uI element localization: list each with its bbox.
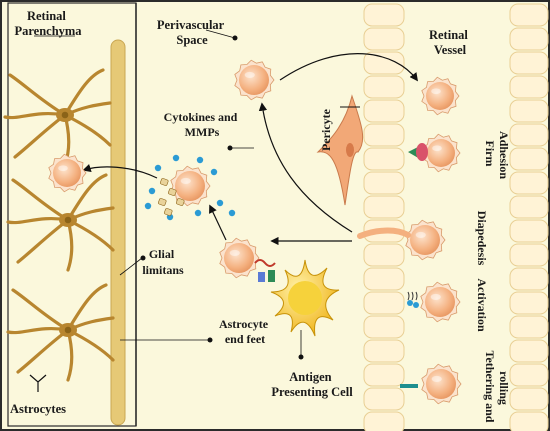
endothelial-cell [363,123,405,147]
label-pericyte: Pericyte [319,108,333,151]
label-perivascular-space: Perivascular Space [157,18,227,47]
activation-receptors [407,291,419,308]
astrocyte [6,283,115,382]
label-retinal-parenchyma: Retinal Parenchyma [14,9,82,38]
cytokine [172,154,180,162]
endothelial-cell [363,99,405,123]
mmp [168,188,177,196]
endothelial-cell [363,171,405,195]
label-astrocyte-end-feet: Astrocyte end feet [219,317,271,346]
endothelial-cell [509,99,549,123]
arrow-vessel-to-space [279,53,418,82]
cytokines-mmps-particles [144,154,236,221]
pericyte-cell [316,94,364,206]
cytokine [228,209,236,217]
glia-limitans-band [110,39,126,426]
cytokine [194,209,202,217]
vessel-wall-left [363,3,405,431]
endothelial-cell [509,123,549,147]
perivascular-leukocyte [234,59,275,101]
mmp [160,178,169,186]
endothelial-cell [363,27,405,51]
parenchyma-leukocyte [48,153,87,193]
astrocyte [3,68,112,167]
astrocyte-network [3,68,115,382]
label-activation: Activation [475,278,489,332]
endothelial-cell [363,363,405,387]
endothelial-cell [363,315,405,339]
endothelial-cell [363,387,405,411]
cytokine [196,156,204,164]
endothelial-cell [509,171,549,195]
mmp [176,198,185,206]
t-cell [219,237,260,279]
label-firm-adhesion: Firm Adhesion [483,131,511,179]
antigen-presenting-cell [270,259,340,337]
tcr-mhc-complex [254,259,276,282]
label-astrocytes: Astrocytes [10,402,66,416]
endothelial-cell [509,315,549,339]
label-antigen-presenting-cell: Antigen Presenting Cell [271,370,353,399]
endothelial-cell [509,243,549,267]
cells-layer [48,59,462,405]
activated-leukocyte [420,281,461,323]
label-retinal-vessel: Retinal Vessel [429,28,471,57]
cytokine [154,164,162,172]
endothelial-cell [509,363,549,387]
label-diapedesis: Diapedesis [475,211,489,266]
endothelial-cell [363,291,405,315]
endothelial-cell [363,147,405,171]
endothelial-cell [509,75,549,99]
endothelial-cell [363,51,405,75]
cytokine [210,168,218,176]
arrow-cytokine-to-parenchyma [82,163,158,179]
endothelial-cell [509,147,549,171]
endothelial-cell [363,339,405,363]
adhesion-molecule-red [416,143,428,161]
endothelial-cell [363,243,405,267]
endothelial-cell [509,3,549,27]
astrocyte [6,173,115,272]
diapedesis-extension [357,227,411,239]
mmp [164,208,173,216]
cytokine [216,199,224,207]
cytokine [144,202,152,210]
arrow-diapedesis-to-space [258,102,353,233]
endothelial-cell [509,267,549,291]
endothelial-cell [363,195,405,219]
endothelial-cell [509,195,549,219]
vessel-leukocyte [421,76,460,116]
endothelial-cell [363,3,405,27]
vessel-wall-right [509,3,549,431]
endothelial-cell [509,339,549,363]
endothelial-cell [363,267,405,291]
pericyte-nucleus [346,143,354,157]
rolling-leukocyte [421,363,462,405]
label-pointers [29,29,304,392]
label-tethering-rolling: Tethering and rolling [483,351,511,426]
endothelial-cell [509,291,549,315]
endothelial-cell [509,219,549,243]
label-cytokines-mmps: Cytokines and MMPs [164,110,241,139]
endothelial-cell [509,411,549,431]
mmp [158,198,167,206]
tethering-molecule [400,384,418,388]
endothelial-cell [509,51,549,75]
cytokine [148,187,156,195]
label-glial-limitans: Glial limitans [142,247,184,277]
endothelial-cell [509,27,549,51]
arrow-tcell-to-cytokine-cell [209,204,227,241]
cytokine-secreting-leukocyte [170,165,211,207]
endothelial-cell [509,387,549,411]
diapedesis-leukocyte [405,219,446,261]
endothelial-cell [363,75,405,99]
adhered-leukocyte [422,133,461,173]
endothelial-cell [363,411,405,431]
